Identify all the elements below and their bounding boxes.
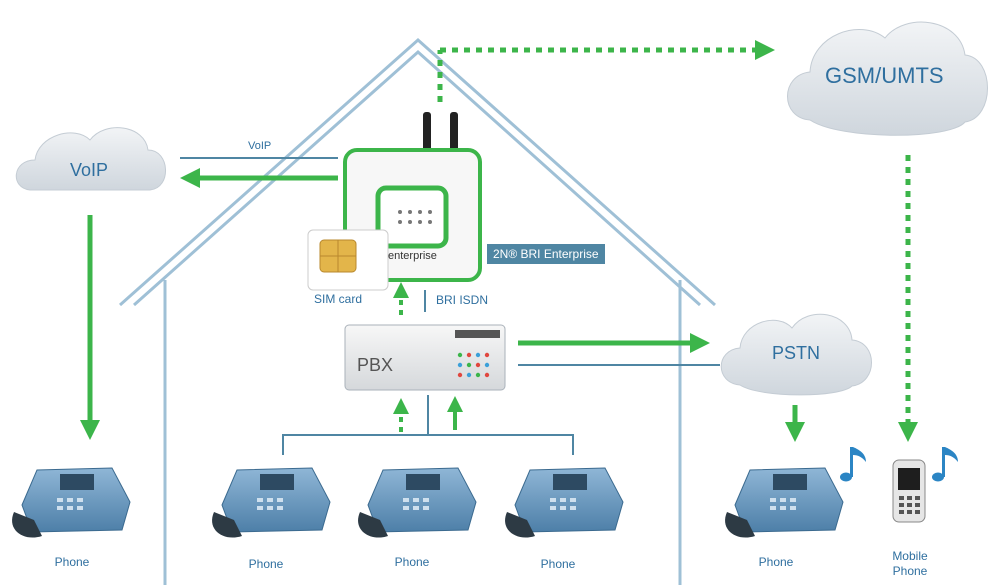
bri-isdn-label: BRI ISDN [436, 293, 489, 307]
pbx-unit [344, 324, 506, 391]
house-outline [119, 37, 716, 585]
music-note-icon [840, 447, 866, 482]
voip-cloud-label: VoIP [70, 160, 109, 180]
mobile-phone-icon [892, 459, 926, 523]
gsm-umts-cloud [787, 21, 988, 136]
mobile-label-line1: Mobile [892, 549, 928, 563]
green-arrows [80, 40, 918, 442]
desk-phone-icon [12, 467, 131, 538]
gsm-cloud-label: GSM/UMTS [825, 63, 944, 88]
desk-phone-icon [212, 467, 331, 538]
sim-card-label: SIM card [314, 292, 363, 306]
music-note-icon [932, 447, 958, 482]
device-brand-text: enterprise [388, 250, 437, 262]
voip-cloud [15, 127, 166, 191]
desk-phone-icon [725, 467, 844, 538]
pbx-label: PBX [357, 355, 394, 375]
phone-label: Phone [540, 557, 576, 571]
device-name-badge: 2N® BRI Enterprise [487, 244, 605, 264]
phone-label: Phone [758, 555, 794, 569]
mobile-label-line2: Phone [892, 564, 928, 578]
pstn-cloud-label: PSTN [772, 343, 821, 363]
phone-label: Phone [54, 555, 90, 569]
phone-label: Phone [248, 557, 284, 571]
pstn-cloud [720, 313, 872, 396]
voip-link-label: VoIP [248, 140, 272, 152]
phone-label: Phone [394, 555, 430, 569]
mobile-phone-label: Mobile Phone [880, 549, 940, 579]
sim-card [307, 229, 389, 291]
desk-phone-icon [358, 467, 477, 538]
desk-phone-icon [505, 467, 624, 538]
blue-lines [180, 157, 720, 455]
